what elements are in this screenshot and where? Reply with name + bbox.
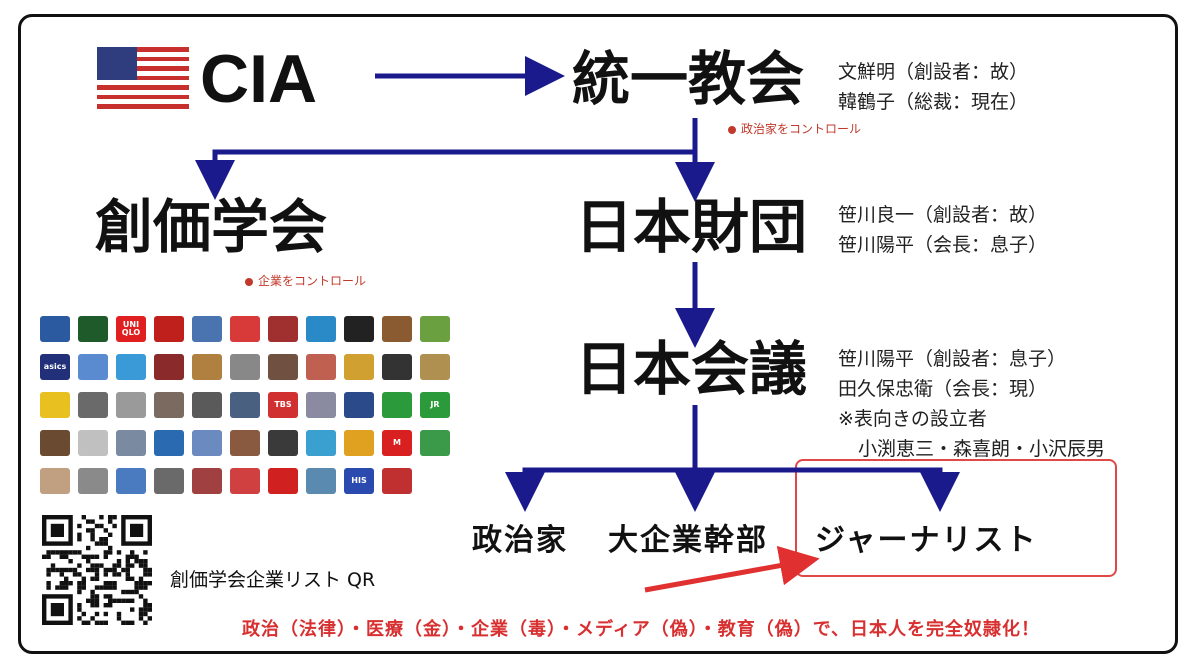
company-logo <box>40 430 70 456</box>
red-note-text: 政治家をコントロール <box>741 122 862 136</box>
company-logo <box>382 468 412 494</box>
company-logo <box>382 392 412 418</box>
qr-label: 創価学会企業リスト QR <box>170 569 376 591</box>
arrow-to-politicians <box>505 467 695 512</box>
company-logo <box>40 316 70 342</box>
company-logo <box>40 468 70 494</box>
company-logo: HIS <box>344 468 374 494</box>
company-logo <box>420 316 450 342</box>
red-pointer-arrow <box>644 545 820 593</box>
company-logo <box>230 430 260 456</box>
company-logo <box>268 430 298 456</box>
company-logo: TBS <box>268 392 298 418</box>
note-line: 笹川良一（創設者：故） <box>838 204 1048 226</box>
company-logo <box>78 316 108 342</box>
node-nippon-kaigi: 日本会議 <box>575 335 808 403</box>
company-logo <box>116 354 146 380</box>
note-line: 笹川陽平（会長：息子） <box>838 234 1048 256</box>
company-logo <box>268 316 298 342</box>
note-line: 韓鶴子（総裁：現在） <box>838 91 1029 113</box>
company-logo <box>154 354 184 380</box>
company-logo <box>344 354 374 380</box>
company-logo: UNI QLO <box>116 316 146 342</box>
arrow-unification-to-soka <box>195 118 698 200</box>
company-logo <box>116 392 146 418</box>
us-flag-icon <box>97 47 189 109</box>
qr-code-icon <box>42 515 152 625</box>
note-line: 笹川陽平（創設者：息子） <box>838 348 1067 370</box>
company-logo <box>306 316 336 342</box>
company-logo <box>306 468 336 494</box>
company-logo <box>154 468 184 494</box>
company-logo <box>230 468 260 494</box>
company-logo: asics <box>40 354 70 380</box>
node-unification-church: 統一教会 <box>572 45 805 113</box>
company-logo <box>40 392 70 418</box>
company-logo <box>420 354 450 380</box>
company-logo <box>154 430 184 456</box>
company-logo <box>268 468 298 494</box>
company-logo <box>306 354 336 380</box>
bottom-slogan: 政治（法律）・医療（金）・企業（毒）・メディア（偽）・教育（偽）で、日本人を完全… <box>242 619 1041 640</box>
node-soka-gakkai: 創価学会 <box>95 193 328 261</box>
node-politicians: 政治家 <box>472 523 568 558</box>
company-logo <box>78 392 108 418</box>
note-line: ※表向きの設立者 <box>838 408 987 430</box>
company-logo <box>192 430 222 456</box>
journalist-highlight-box <box>795 459 1117 577</box>
zaidan-note: 笹川良一（創設者：故） 笹川陽平（会長：息子） <box>838 200 1047 260</box>
company-logo <box>192 354 222 380</box>
company-logo: JR <box>420 392 450 418</box>
kaigi-note: 笹川陽平（創設者：息子） 田久保忠衛（会長：現） ※表向きの設立者 小渕恵三・森… <box>838 344 1105 464</box>
red-dot-icon <box>245 277 253 286</box>
company-logo <box>382 354 412 380</box>
company-logo <box>78 430 108 456</box>
company-logo <box>154 316 184 342</box>
unification-note: 文鮮明（創設者：故） 韓鶴子（総裁：現在） <box>838 57 1028 117</box>
company-logo <box>154 392 184 418</box>
note-line: 小渕恵三・森喜朗・小沢辰男 <box>858 438 1106 460</box>
node-executives: 大企業幹部 <box>608 523 768 558</box>
company-logo <box>382 316 412 342</box>
note-line: 文鮮明（創設者：故） <box>838 61 1029 83</box>
company-logo <box>344 316 374 342</box>
company-logo <box>420 430 450 456</box>
company-logo <box>116 468 146 494</box>
soka-red-note: 企業をコントロール <box>245 272 366 289</box>
node-nippon-zaidan: 日本財団 <box>575 193 808 261</box>
red-dot-icon <box>728 125 736 134</box>
company-logo <box>192 392 222 418</box>
company-logo: M <box>382 430 412 456</box>
company-logo <box>78 354 108 380</box>
company-logo <box>192 468 222 494</box>
node-journalists: ジャーナリスト <box>815 523 1038 558</box>
company-logo <box>230 392 260 418</box>
company-logo <box>268 354 298 380</box>
note-line: 田久保忠衛（会長：現） <box>838 378 1048 400</box>
unification-red-note: 政治家をコントロール <box>728 120 861 137</box>
company-logo <box>78 468 108 494</box>
company-logo <box>192 316 222 342</box>
node-cia: CIA <box>200 41 318 117</box>
company-logo <box>230 354 260 380</box>
company-logo <box>344 430 374 456</box>
company-logo <box>344 392 374 418</box>
company-logo <box>116 430 146 456</box>
company-logo <box>230 316 260 342</box>
arrow-to-journalists <box>695 467 960 512</box>
company-logo <box>306 430 336 456</box>
red-note-text: 企業をコントロール <box>258 274 367 288</box>
company-logo <box>306 392 336 418</box>
